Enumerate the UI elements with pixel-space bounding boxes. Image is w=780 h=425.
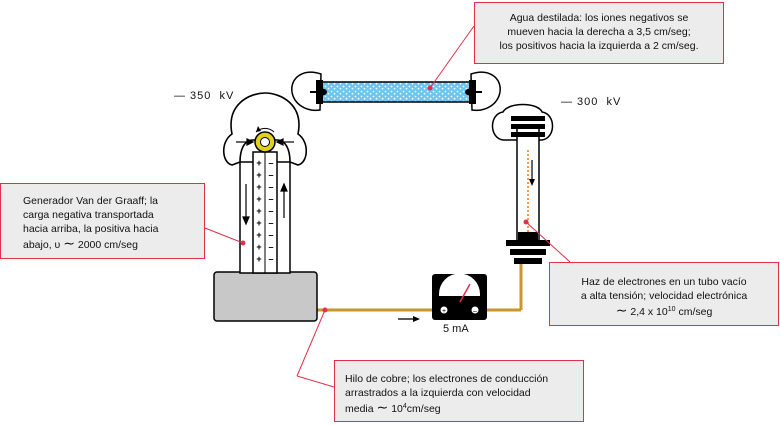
belt-arrow-icons [242, 182, 288, 226]
callout-line: abajo, υ ∼ 2000 cm/seg [23, 236, 188, 252]
copper-wire [316, 262, 523, 312]
electron-tube [491, 103, 554, 264]
callout-line: ∼ 2,4 x 1010 cm/seg [550, 303, 778, 319]
callout-line: hacia arriba, la positiva hacia [23, 223, 159, 235]
charge-minus-icon: – [268, 170, 273, 180]
velocity-value: 2,4 x 10 [630, 306, 668, 318]
approx-symbol: ∼ [615, 302, 628, 318]
velocity-base: 10 [391, 403, 403, 415]
callout-line: mueven hacia la derecha a 3,5 cm/seg; [507, 26, 691, 38]
callout-line: Agua destilada: los iones negativos se [509, 12, 689, 24]
approx-symbol: ∼ [376, 399, 389, 415]
callout-leaders [204, 25, 571, 388]
approx-symbol: ∼ [63, 235, 75, 251]
charge-plus-icon: + [256, 158, 261, 168]
right-electrode-cap [470, 71, 501, 112]
velocity-value: 2000 cm/seg [77, 239, 138, 251]
generator-base [213, 271, 318, 322]
charge-minus-icon: – [268, 242, 273, 252]
charge-minus-icon: – [268, 206, 273, 216]
velocity-prefix: abajo, υ [23, 239, 61, 251]
generator-column [239, 151, 291, 274]
charge-minus-icon: – [268, 194, 273, 204]
callout-line: Generador Van der Graaff; la [23, 195, 159, 207]
charge-plus-icon: + [256, 194, 261, 204]
charge-minus-icon: – [268, 182, 273, 192]
velocity-unit: cm/seg [406, 403, 441, 415]
callout-line: carga negativa transportada [23, 209, 154, 221]
belt-charges: + + + + + + + + + – – – – – – – – – [256, 158, 273, 264]
exponent: 10 [667, 306, 676, 313]
callout-van-de-graaff: Generador Van der Graaff; la carga negat… [0, 183, 205, 259]
callout-distilled-water: Agua destilada: los iones negativos se m… [474, 2, 724, 64]
charge-plus-icon: + [256, 242, 261, 252]
left-electrode-cap [291, 71, 322, 112]
velocity-unit: cm/seg [678, 306, 713, 318]
ammeter-reading: 5 mA [443, 323, 469, 335]
ammeter-icon: + – [432, 273, 487, 320]
charge-plus-icon: + [256, 206, 261, 216]
callout-line: Haz de electrones en un tubo vacío [581, 276, 747, 288]
svg-text:–: – [473, 308, 477, 315]
water-tube [291, 71, 501, 112]
voltage-label-right: — 300 kV [561, 96, 622, 108]
charge-minus-icon: – [268, 230, 273, 240]
comb-arrow-icons [236, 138, 294, 146]
current-arrow-icon [398, 316, 420, 322]
charge-plus-icon: + [256, 230, 261, 240]
charge-minus-icon: – [268, 158, 273, 168]
charge-minus-icon: – [268, 218, 273, 228]
charge-plus-icon: + [256, 182, 261, 192]
callout-electron-beam: Haz de electrones en un tubo vacío a alt… [549, 262, 779, 326]
velocity-prefix: media [345, 403, 374, 415]
charge-plus-icon: + [256, 254, 261, 264]
charge-minus-icon: – [268, 254, 273, 264]
callout-line: los positivos hacia la izquierda a 2 cm/… [499, 40, 699, 52]
callout-line: media ∼ 104cm/seg [345, 400, 573, 416]
charge-plus-icon: + [256, 170, 261, 180]
callout-line: a alta tensión; velocidad electrónica [580, 290, 748, 302]
exponent: 4 [402, 403, 407, 410]
voltage-label-left: — 350 kV [174, 90, 235, 102]
callout-copper-wire: Hilo de cobre; los electrones de conducc… [334, 360, 584, 422]
svg-text:+: + [442, 308, 446, 315]
charge-plus-icon: + [256, 218, 261, 228]
callout-line: arrastrados a la izquierda con velocidad [345, 387, 531, 399]
callout-line: Hilo de cobre; los electrones de conducc… [345, 373, 549, 385]
